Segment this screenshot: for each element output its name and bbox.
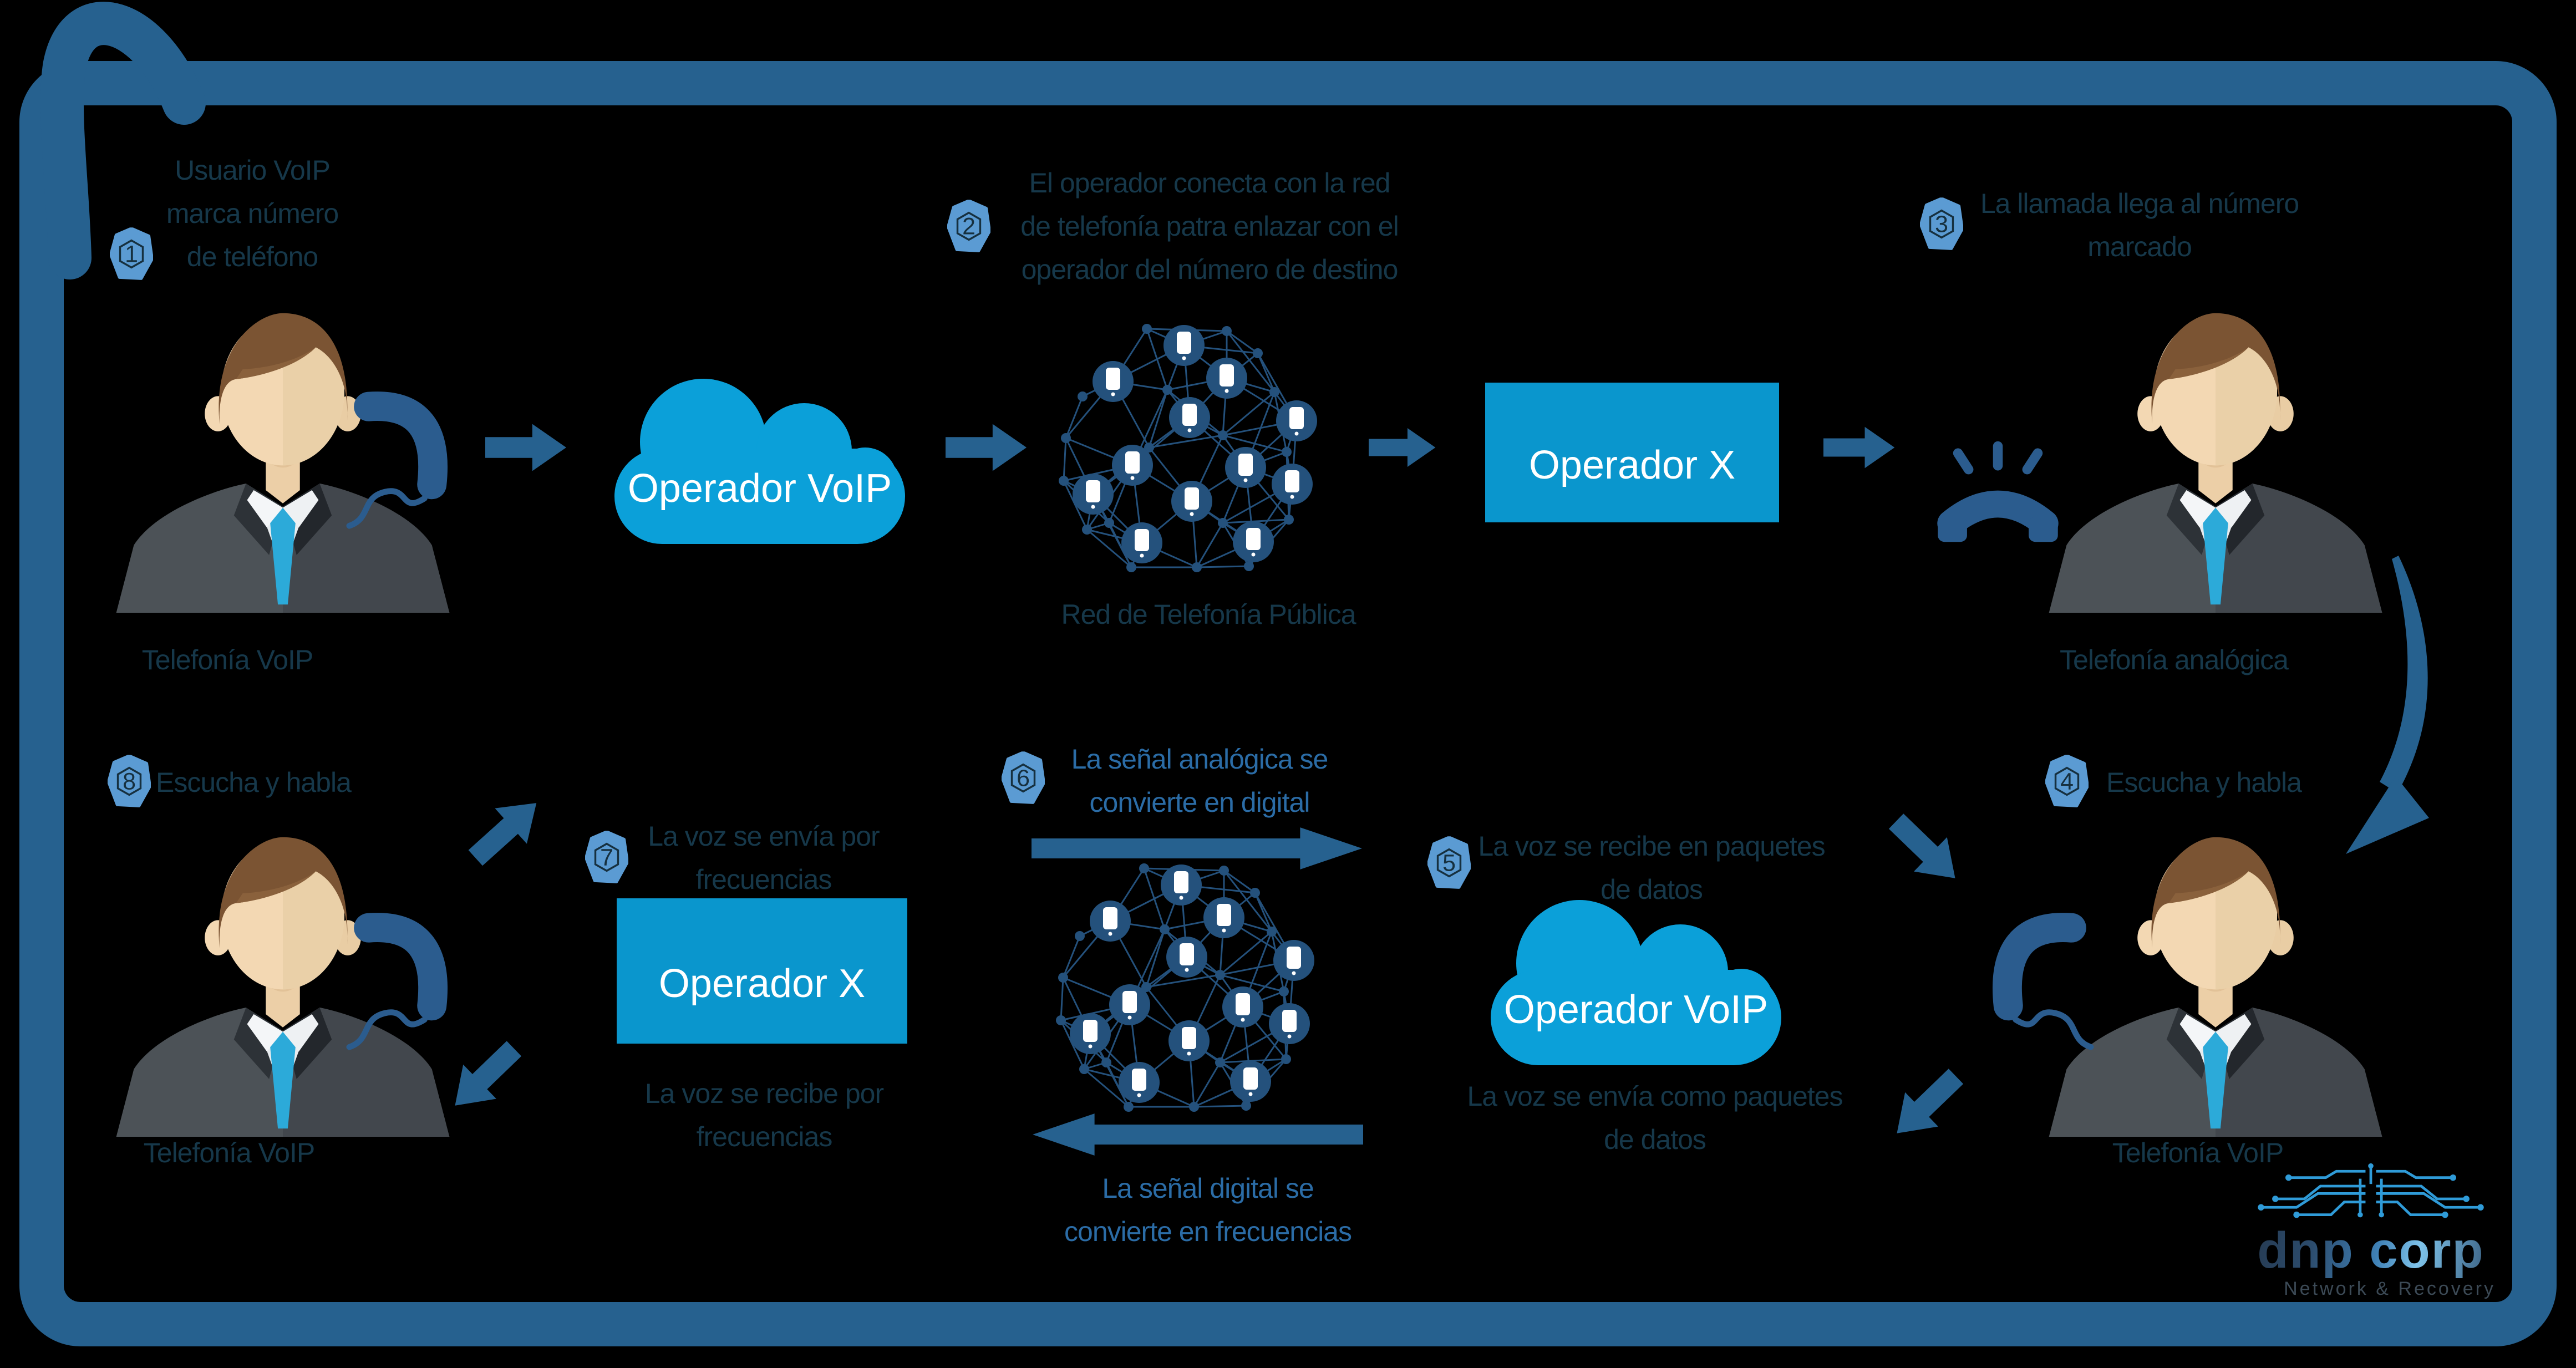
step-8-badge hexagon-badge-icon: 8 (108, 755, 151, 809)
phone-handset-icon (1980, 884, 2099, 1070)
svg-text:4: 4 (2060, 769, 2074, 795)
step-8-line: Escucha y habla (156, 767, 352, 798)
operator-x-bottom-box: Operador X (617, 898, 907, 1044)
step-6-annotation: La señal analógica se convierte en digit… (922, 738, 1477, 824)
arrow-right-icon (1823, 423, 1896, 472)
step-3-line: marcado (2087, 231, 2192, 262)
person-label-top-left: Telefonía VoIP (141, 644, 313, 675)
caption-line: frecuencias (696, 1121, 833, 1152)
caption-digital-to-freq: La señal digital se convierte en frecuen… (931, 1167, 1485, 1253)
caption-recv-freq: La voz se recibe por frecuencias (487, 1072, 1041, 1158)
cloud-icon (1486, 896, 1786, 1067)
phone-handset-icon (341, 363, 460, 549)
step-1-line: de teléfono (186, 241, 318, 272)
step-4-annotation: Escucha y habla (2106, 761, 2395, 804)
step-5-line: La voz se recibe en paquetes (1478, 831, 1825, 862)
caption-line: La señal digital se (1102, 1173, 1314, 1204)
step-2-line: El operador conecta con la red (1029, 167, 1391, 199)
logo: dnp corp Network & Recovery (2240, 1162, 2501, 1300)
svg-text:8: 8 (123, 769, 136, 795)
long-arrow-right-icon (1032, 826, 1363, 871)
circuit-traces-icon (2258, 1163, 2484, 1218)
cloud-top-label: Operador VoIP (627, 466, 892, 511)
phone-network-sphere-icon (1056, 863, 1314, 1112)
caption-line: La voz se recibe por (644, 1078, 884, 1109)
logo-name: dnp corp (2240, 1223, 2501, 1278)
arrow-right-icon (1369, 423, 1436, 472)
cloud-icon (610, 374, 910, 546)
step-1-line: marca número (166, 198, 339, 229)
person-label-top-right: Telefonía analógica (2060, 644, 2289, 675)
sphere-top-label-text: Red de Telefonía Pública (1061, 599, 1356, 630)
step-4-badge hexagon-badge-icon: 4 (2045, 755, 2089, 809)
long-arrow-left-icon (1032, 1112, 1363, 1157)
phone-handset-icon (341, 884, 460, 1070)
caption-line: convierte en frecuencias (1064, 1216, 1352, 1247)
sphere-top-label: Red de Telefonía Pública (931, 593, 1486, 636)
arrow-right-icon (946, 423, 1028, 472)
caption-send-packets: La voz se envía como paquetes de datos (1378, 1075, 1932, 1161)
step-3-annotation: La llamada llega al número marcado (1890, 182, 2389, 268)
step-2-annotation: El operador conecta con la red de telefo… (960, 161, 1459, 291)
step-7-line: frecuencias (695, 864, 832, 895)
step-2-line: operador del número de destino (1021, 254, 1399, 285)
operator-x-bottom-label: Operador X (658, 962, 866, 1006)
arrow-right-icon (485, 423, 567, 472)
step-7-annotation: La voz se envía por frecuencias (486, 815, 1041, 901)
step-3-line: La llamada llega al número (1980, 188, 2299, 219)
step-1-line: Usuario VoIP (175, 155, 331, 186)
person-label-bottom-left: Telefonía VoIP (143, 1137, 315, 1168)
logo-tagline: Network & Recovery (2284, 1278, 2496, 1299)
operator-x-top-box: Operador X (1485, 383, 1779, 522)
step-8-annotation: Escucha y habla (156, 761, 444, 804)
caption-line: de datos (1604, 1124, 1706, 1155)
phone-network-sphere-icon (1059, 324, 1317, 572)
operator-x-top-label: Operador X (1528, 443, 1736, 487)
cloud-bottom-label: Operador VoIP (1503, 988, 1769, 1032)
step-4-line: Escucha y habla (2106, 767, 2302, 798)
step-6-line: La señal analógica se (1071, 744, 1329, 775)
caption-line: La voz se envía como paquetes (1467, 1081, 1843, 1112)
curved-arrow-down-icon (2346, 556, 2429, 854)
step-2-line: de telefonía patra enlazar con el (1020, 211, 1399, 242)
step-1-annotation: Usuario VoIP marca número de teléfono (86, 149, 419, 278)
step-6-line: convierte en digital (1089, 787, 1310, 818)
